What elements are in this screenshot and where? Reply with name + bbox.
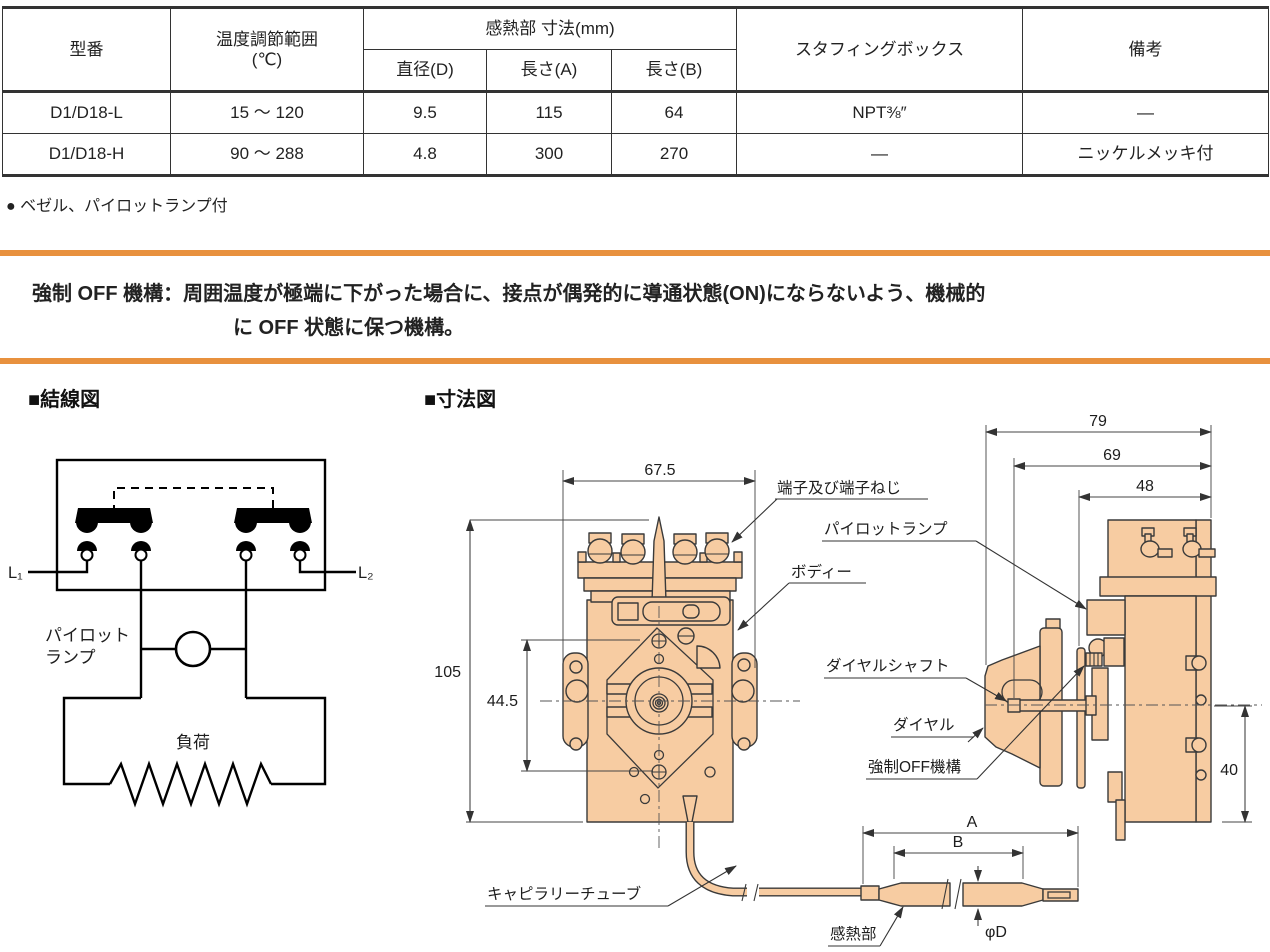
cell-stuffing-box: — bbox=[736, 133, 1024, 176]
cell-length-b: 270 bbox=[610, 133, 738, 176]
temp-range-line1: 温度調節範囲 bbox=[216, 29, 318, 49]
col-header-diameter: 直径(D) bbox=[363, 49, 487, 93]
col-header-stuffing-box: スタフィングボックス bbox=[736, 7, 1024, 93]
switch-contact-left bbox=[75, 508, 153, 533]
side-view bbox=[984, 519, 1262, 841]
label-capillary-tube: キャピラリーチューブ bbox=[487, 884, 641, 903]
dim-probe-diameter: φD bbox=[985, 924, 1007, 941]
dimension-lines: 67.5 105 44.5 79 69 48 40 bbox=[434, 413, 1252, 941]
load-resistor-symbol bbox=[108, 760, 273, 808]
accent-bar-top bbox=[0, 250, 1270, 256]
wiring-circuit bbox=[28, 458, 356, 808]
wiring-diagram: ■結線図 bbox=[8, 387, 374, 808]
wiring-heading: ■結線図 bbox=[28, 387, 100, 411]
cell-remarks: — bbox=[1022, 91, 1270, 134]
table-row: D1/D18-H 90 ～ 288 4.8 300 270 — ニッケルメッキ付 bbox=[2, 133, 1270, 176]
load-label: 負荷 bbox=[176, 733, 210, 752]
label-forced-off: 強制OFF機構 bbox=[868, 758, 961, 776]
table-row: D1/D18-L 15 ～ 120 9.5 115 64 NPT⅜″ — bbox=[2, 91, 1270, 134]
switch-contact-right bbox=[234, 508, 312, 533]
dim-side-total: 79 bbox=[1089, 413, 1107, 430]
dim-front-inner: 44.5 bbox=[487, 693, 518, 710]
cell-length-a: 300 bbox=[486, 133, 612, 176]
probe-detail bbox=[860, 878, 1079, 910]
cell-temp-range: 90 ～ 288 bbox=[170, 133, 364, 176]
pilot-lamp-symbol bbox=[174, 630, 212, 668]
cell-model: D1/D18-H bbox=[2, 133, 171, 176]
callout-line1: 強制 OFF 機構：周囲温度が極端に下がった場合に、接点が偶発的に導通状態(ON… bbox=[32, 283, 986, 305]
dim-side-height: 40 bbox=[1220, 762, 1238, 779]
col-header-model: 型番 bbox=[2, 7, 171, 93]
dim-side-front: 48 bbox=[1136, 478, 1154, 495]
terminal-l1-label: L₁ bbox=[8, 564, 23, 582]
front-view bbox=[540, 516, 862, 902]
temp-range-line2: (℃) bbox=[251, 49, 283, 69]
cell-diameter: 9.5 bbox=[363, 91, 487, 134]
dimension-diagram: ■寸法図 bbox=[424, 387, 1262, 947]
pilot-lamp-label-line1: パイロット bbox=[45, 626, 130, 645]
col-header-temp-range: 温度調節範囲 (℃) bbox=[170, 7, 364, 93]
forced-off-callout: 強制 OFF 機構：周囲温度が極端に下がった場合に、接点が偶発的に導通状態(ON… bbox=[32, 277, 985, 345]
col-header-sensor-dims: 感熱部 寸法(mm) bbox=[362, 7, 738, 50]
dim-side-mid: 69 bbox=[1103, 447, 1121, 464]
col-header-length-a: 長さ(A) bbox=[486, 49, 612, 93]
dim-probe-b: B bbox=[953, 834, 964, 851]
callout-line2: に OFF 状態に保つ機構。 bbox=[233, 317, 465, 339]
cell-stuffing-box: NPT⅜″ bbox=[736, 91, 1024, 134]
label-terminal-screw: 端子及び端子ねじ bbox=[777, 479, 901, 497]
label-body: ボディー bbox=[791, 562, 852, 581]
cell-length-b: 64 bbox=[610, 91, 738, 134]
cell-length-a: 115 bbox=[486, 91, 612, 134]
accent-bar-bottom bbox=[0, 358, 1270, 364]
col-header-length-b: 長さ(B) bbox=[610, 49, 738, 93]
terminal-posts bbox=[77, 541, 310, 562]
col-header-remarks: 備考 bbox=[1022, 7, 1270, 93]
dim-front-width: 67.5 bbox=[644, 462, 675, 479]
part-labels: 端子及び端子ねじ パイロットランプ ボディー ダイヤルシャフト ダイヤル 強制O… bbox=[485, 479, 1087, 947]
cell-temp-range: 15 ～ 120 bbox=[170, 91, 364, 134]
dim-probe-a: A bbox=[967, 814, 978, 831]
cell-model: D1/D18-L bbox=[2, 91, 171, 134]
bezel-note: ● ベゼル、パイロットランプ付 bbox=[6, 198, 228, 215]
label-dial-shaft: ダイヤルシャフト bbox=[826, 657, 950, 675]
label-dial: ダイヤル bbox=[893, 716, 955, 734]
dim-front-height: 105 bbox=[434, 664, 461, 681]
label-pilot-lamp: パイロットランプ bbox=[824, 520, 948, 538]
cell-remarks: ニッケルメッキ付 bbox=[1022, 133, 1270, 176]
terminal-l2-label: L₂ bbox=[358, 564, 374, 582]
dims-heading: ■寸法図 bbox=[424, 387, 496, 411]
pilot-lamp-label-line2: ランプ bbox=[45, 648, 96, 667]
spec-table: 型番 温度調節範囲 (℃) 感熱部 寸法(mm) スタフィングボックス 備考 直… bbox=[2, 6, 1270, 177]
cell-diameter: 4.8 bbox=[363, 133, 487, 176]
label-sensor: 感熱部 bbox=[830, 925, 877, 943]
